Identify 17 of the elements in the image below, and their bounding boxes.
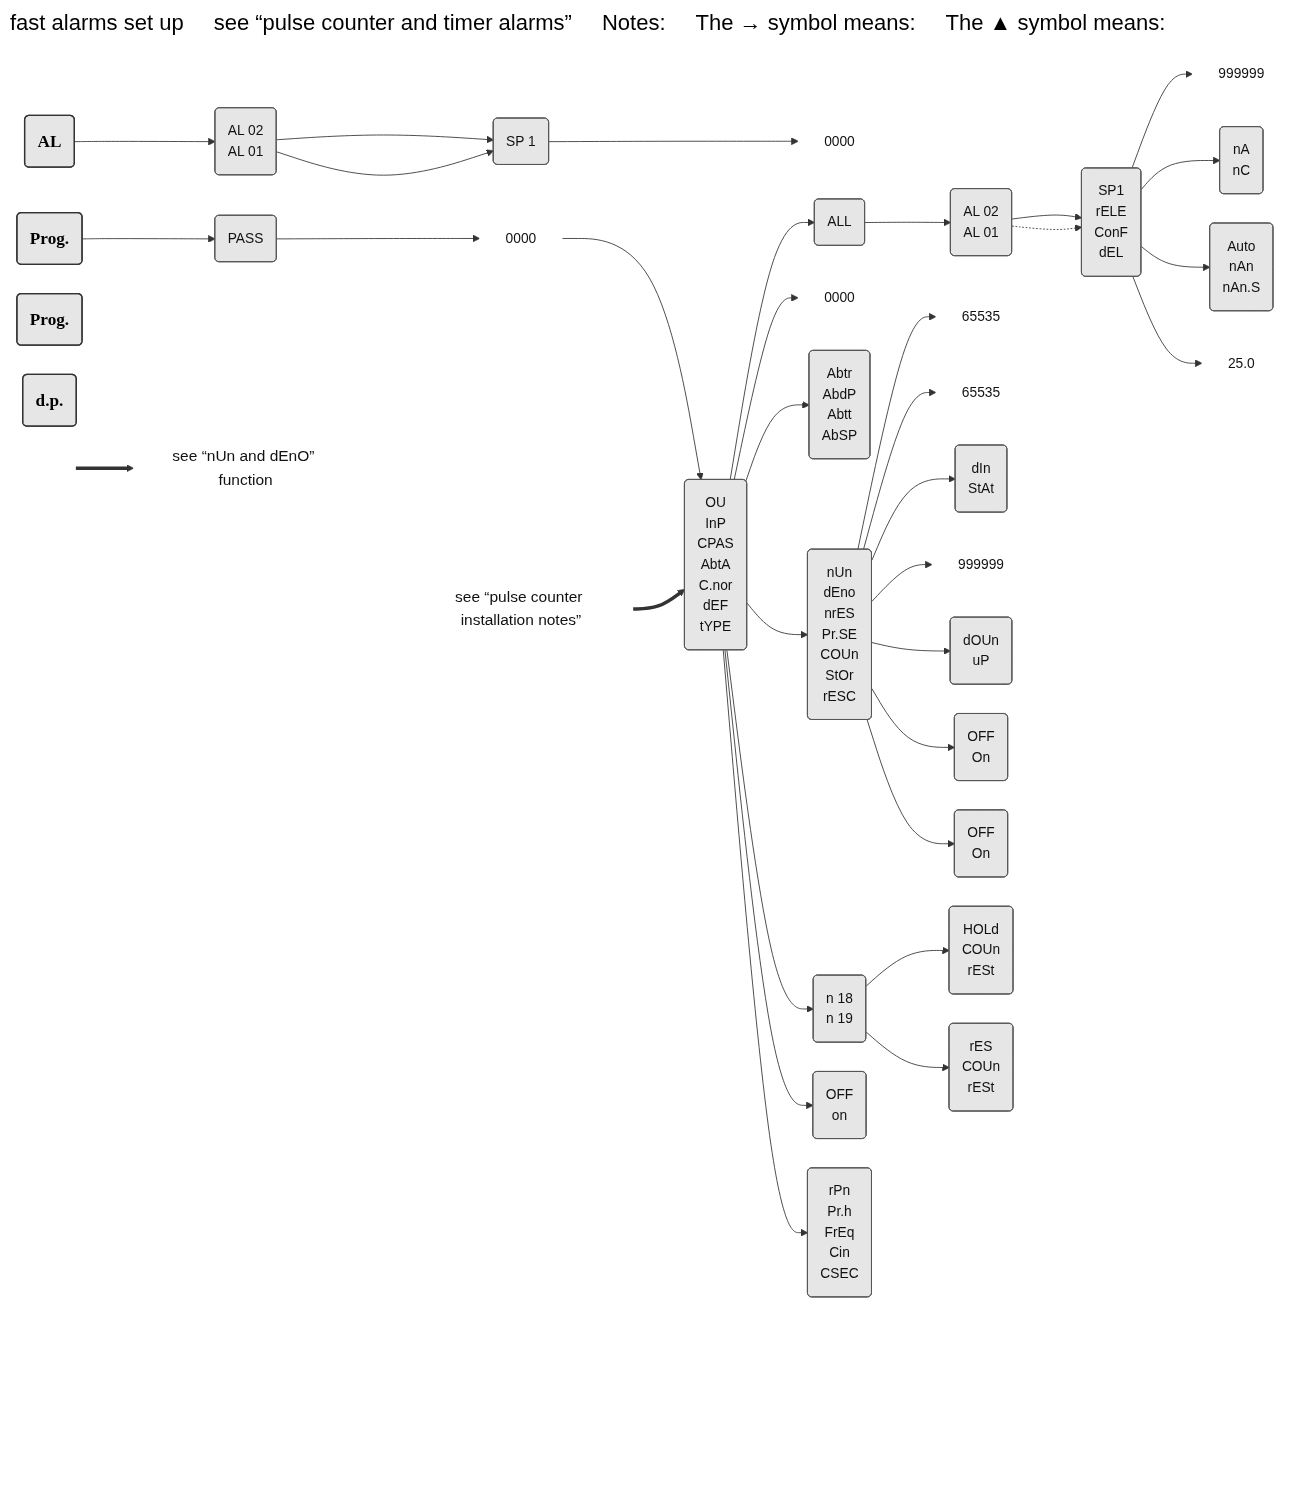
node-text: see “pulse counter installation notes” [455, 588, 583, 629]
arrow [75, 464, 135, 472]
node-text: 65535 [961, 384, 1001, 400]
note-text: fast alarms set up [10, 10, 184, 36]
node-text: 999999 [1218, 66, 1265, 81]
note-text: Notes: [601, 10, 666, 36]
note-text: The ▲ symbol means: [945, 10, 1166, 36]
note-text: The → symbol means: [695, 10, 916, 36]
node-text: 0000 [824, 290, 855, 305]
node-text: 999999 [958, 556, 1004, 572]
node-text: 0000 [505, 230, 537, 246]
arrow [632, 588, 686, 611]
note-text: see “pulse counter and timer alarms” [213, 10, 572, 36]
node-text: 0000 [824, 133, 855, 149]
node-text: see “nUn and dEnO” function [172, 447, 315, 489]
node-text: 65535 [961, 309, 1001, 324]
node-text: 25.0 [1227, 355, 1255, 371]
